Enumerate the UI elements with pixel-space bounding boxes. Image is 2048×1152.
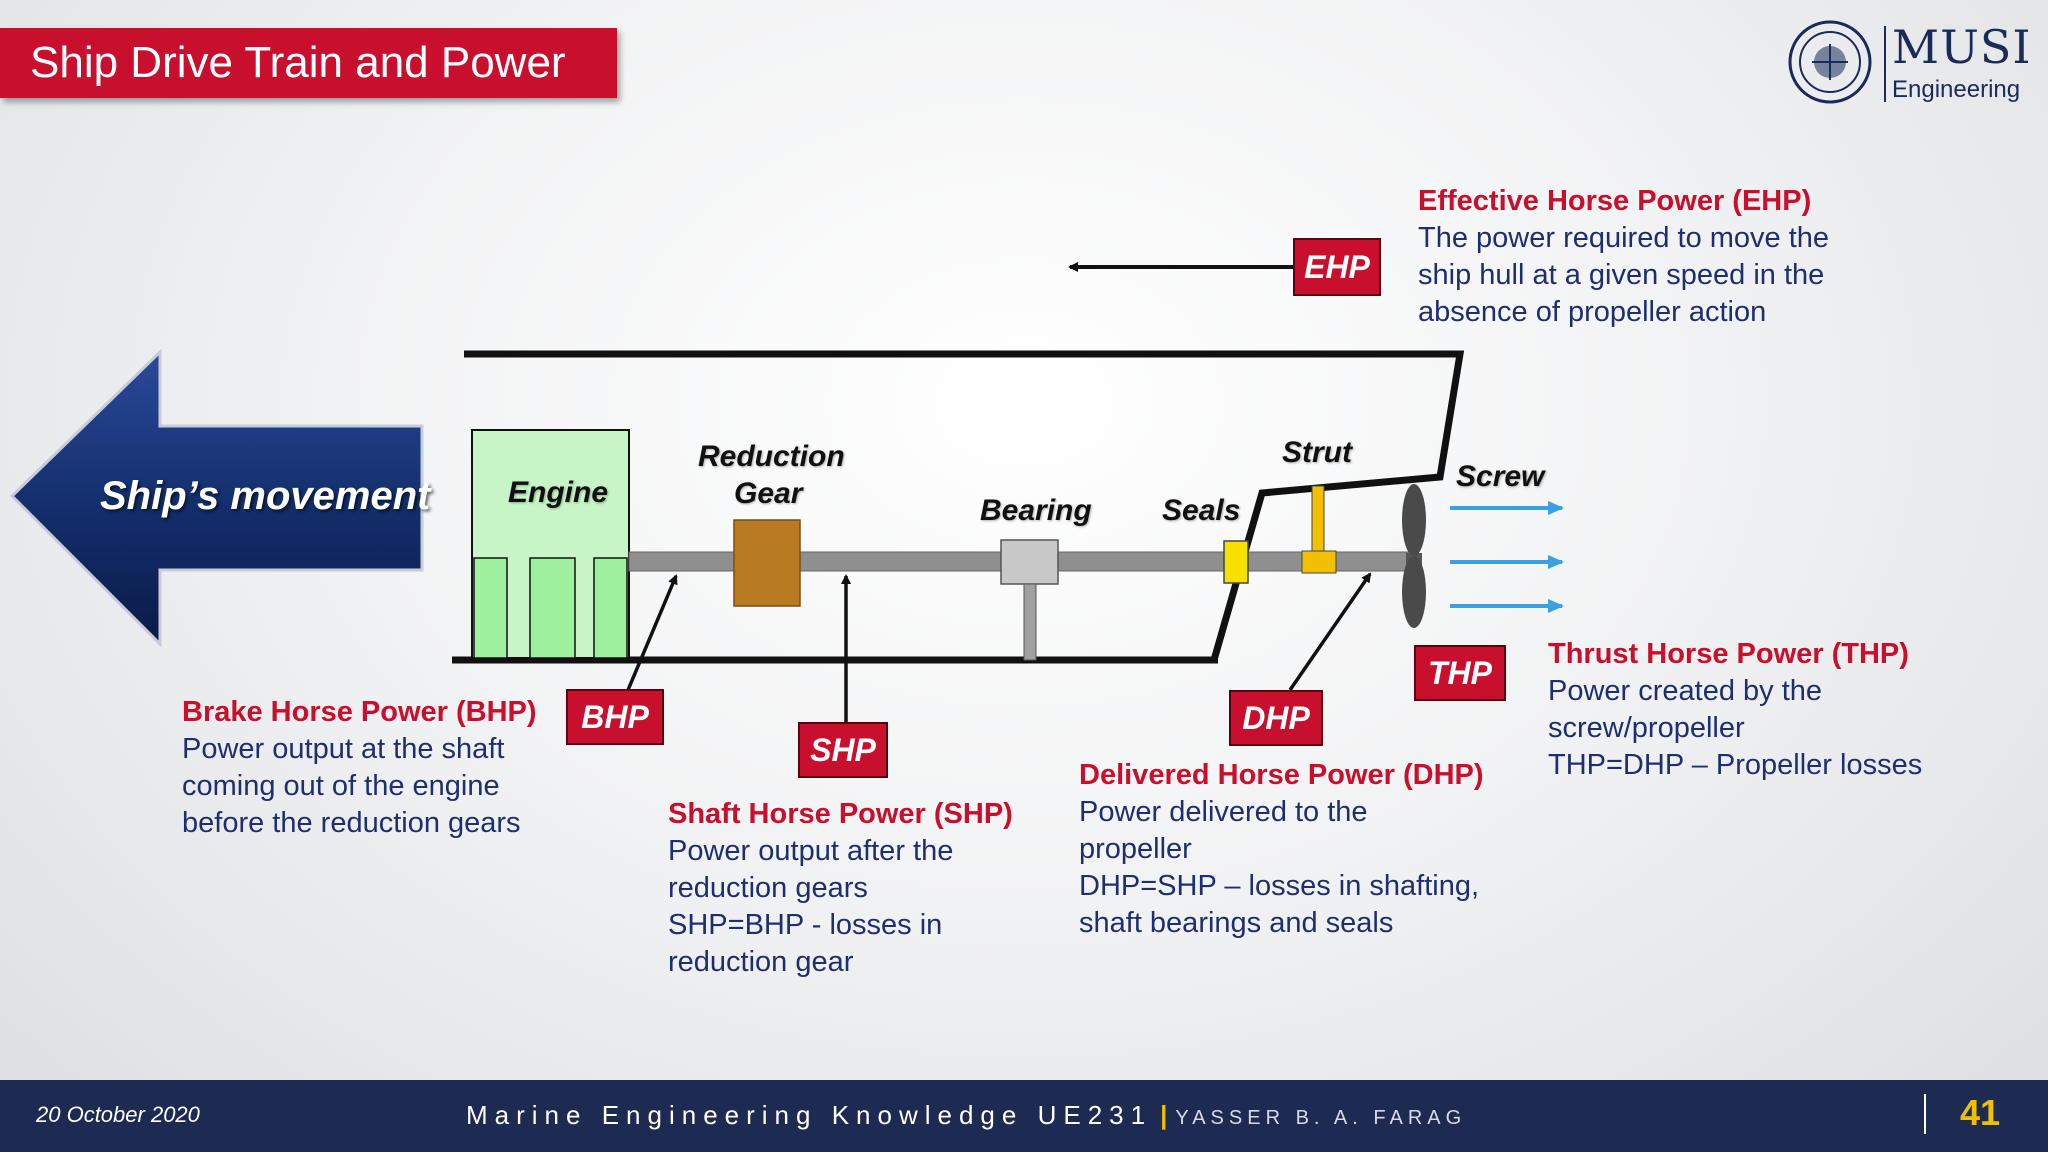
strut-post bbox=[1311, 485, 1325, 555]
bhp-line: Power output at the shaft bbox=[182, 733, 505, 765]
bhp-tag: BHP bbox=[566, 689, 664, 745]
propeller-blade-upper bbox=[1402, 484, 1426, 556]
bearing-support bbox=[1023, 583, 1037, 661]
thp-line: THP=DHP – Propeller losses bbox=[1548, 749, 1923, 781]
footer-bar: 20 October 2020 Marine Engineering Knowl… bbox=[0, 1080, 2048, 1152]
shp-line: reduction gear bbox=[668, 946, 854, 978]
strut-label: Strut bbox=[1282, 436, 1352, 469]
page-divider bbox=[1924, 1094, 1926, 1134]
bearing-label: Bearing bbox=[980, 494, 1092, 527]
thp-heading: Thrust Horse Power (THP) bbox=[1548, 638, 1909, 670]
university-seal-icon bbox=[1788, 20, 1872, 104]
shp-heading: Shaft Horse Power (SHP) bbox=[668, 798, 1013, 830]
shp-line: reduction gears bbox=[668, 872, 868, 904]
shp-tag: SHP bbox=[798, 722, 888, 778]
ship-movement-label: Ship’s movement bbox=[100, 474, 431, 518]
thp-tag: THP bbox=[1414, 645, 1506, 701]
engine-cylinder bbox=[529, 557, 576, 659]
logo-subtitle: Engineering bbox=[1892, 76, 2021, 103]
logo-divider bbox=[1884, 26, 1886, 102]
bhp-line: coming out of the engine bbox=[182, 770, 500, 802]
dhp-line: propeller bbox=[1079, 833, 1192, 865]
shp-line: SHP=BHP - losses in bbox=[668, 909, 943, 941]
author-name: YASSER B. A. FARAG bbox=[1175, 1107, 1467, 1129]
shp-line: Power output after the bbox=[668, 835, 954, 867]
ehp-line: ship hull at a given speed in the bbox=[1418, 259, 1825, 291]
screw-label: Screw bbox=[1456, 460, 1545, 493]
strut-bearing bbox=[1301, 550, 1337, 574]
propeller-blade-lower bbox=[1402, 556, 1426, 628]
ehp-line: The power required to move the bbox=[1418, 222, 1830, 254]
dhp-pointer-arrow bbox=[1288, 572, 1372, 691]
logo-name: MUSI bbox=[1892, 20, 2032, 74]
slide-title: Ship Drive Train and Power bbox=[0, 28, 617, 98]
dhp-heading: Delivered Horse Power (DHP) bbox=[1079, 759, 1484, 791]
ehp-tag: EHP bbox=[1293, 238, 1381, 296]
reduction-label: Reduction bbox=[698, 440, 845, 473]
bhp-heading: Brake Horse Power (BHP) bbox=[182, 696, 537, 728]
thp-description: Thrust Horse Power (THP) Power created b… bbox=[1548, 636, 1922, 784]
footer-separator: | bbox=[1160, 1100, 1168, 1130]
bearing-block bbox=[1000, 539, 1059, 585]
seals-label: Seals bbox=[1162, 494, 1241, 527]
ship-movement-arrow bbox=[9, 348, 424, 648]
page-number: 41 bbox=[1960, 1092, 2001, 1133]
reduction-gear-block bbox=[733, 519, 801, 607]
footer-course: Marine Engineering Knowledge UE231| YASSE… bbox=[466, 1100, 1466, 1131]
ehp-heading: Effective Horse Power (EHP) bbox=[1418, 185, 1812, 217]
thp-line: Power created by the bbox=[1548, 675, 1823, 707]
dhp-description: Delivered Horse Power (DHP) Power delive… bbox=[1079, 757, 1484, 942]
course-title: Marine Engineering Knowledge UE231 bbox=[466, 1100, 1153, 1130]
engine-cylinder bbox=[473, 557, 508, 659]
shp-description: Shaft Horse Power (SHP) Power output aft… bbox=[668, 796, 1013, 981]
engine-cylinder bbox=[593, 557, 628, 659]
seals-block bbox=[1223, 540, 1249, 584]
ehp-description: Effective Horse Power (EHP) The power re… bbox=[1418, 183, 1829, 331]
dhp-line: shaft bearings and seals bbox=[1079, 907, 1394, 939]
bhp-description: Brake Horse Power (BHP) Power output at … bbox=[182, 694, 537, 842]
thp-line: screw/propeller bbox=[1548, 712, 1745, 744]
dhp-line: DHP=SHP – losses in shafting, bbox=[1079, 870, 1480, 902]
bhp-pointer-arrow bbox=[626, 574, 678, 691]
dhp-tag: DHP bbox=[1229, 690, 1323, 746]
bhp-line: before the reduction gears bbox=[182, 807, 521, 839]
footer-date: 20 October 2020 bbox=[36, 1102, 200, 1127]
ehp-line: absence of propeller action bbox=[1418, 296, 1767, 328]
engine-label: Engine bbox=[508, 476, 609, 509]
gear-label: Gear bbox=[734, 477, 803, 510]
dhp-line: Power delivered to the bbox=[1079, 796, 1368, 828]
